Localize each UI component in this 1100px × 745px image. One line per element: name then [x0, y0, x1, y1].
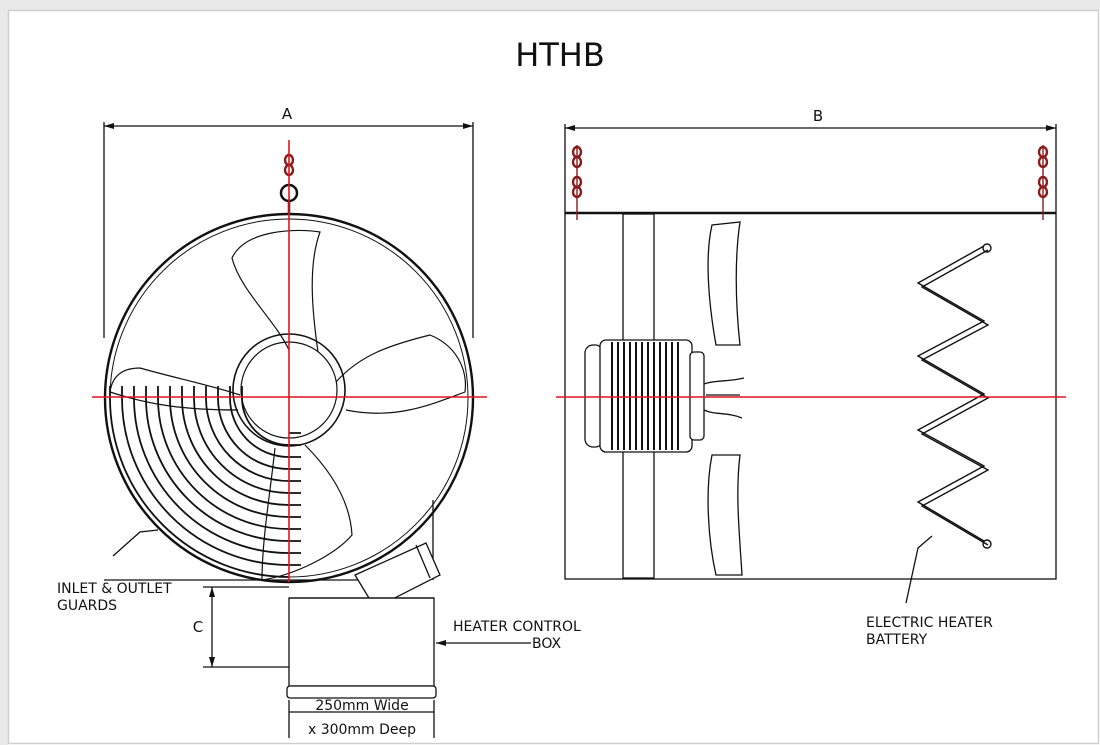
dimension-c-label: C — [193, 618, 203, 636]
front-view — [103, 122, 531, 738]
side-view — [564, 124, 1057, 604]
guard-rings — [109, 386, 301, 578]
fan-blades — [109, 229, 467, 581]
dimension-a-label: A — [282, 105, 293, 123]
control-box-label-line1: HEATER CONTROL — [453, 619, 581, 635]
heater-control-box — [354, 542, 441, 609]
dimension-b-label: B — [813, 107, 823, 125]
drawing-frame — [8, 10, 1100, 745]
control-box-label-line2: BOX — [532, 636, 561, 652]
battery-leader — [905, 535, 933, 604]
motor — [584, 339, 705, 453]
spigot-label-line2: x 300mm Deep — [308, 722, 416, 738]
front-centerlines — [92, 140, 487, 582]
drawing-title: HTHB — [515, 36, 605, 74]
battery-label-line2: BATTERY — [866, 632, 928, 648]
electric-heater-battery — [916, 243, 992, 549]
battery-label-line1: ELECTRIC HEATER — [866, 615, 993, 631]
spigot-label-line1: 250mm Wide — [315, 698, 408, 714]
spigot — [286, 597, 437, 699]
impeller-side — [703, 221, 745, 576]
side-chains — [571, 145, 1049, 199]
frame-border — [7, 9, 1100, 745]
guards-leader — [112, 529, 159, 557]
guards-label-line2: GUARDS — [57, 598, 117, 614]
guards-label-line1: INLET & OUTLET — [57, 581, 172, 597]
